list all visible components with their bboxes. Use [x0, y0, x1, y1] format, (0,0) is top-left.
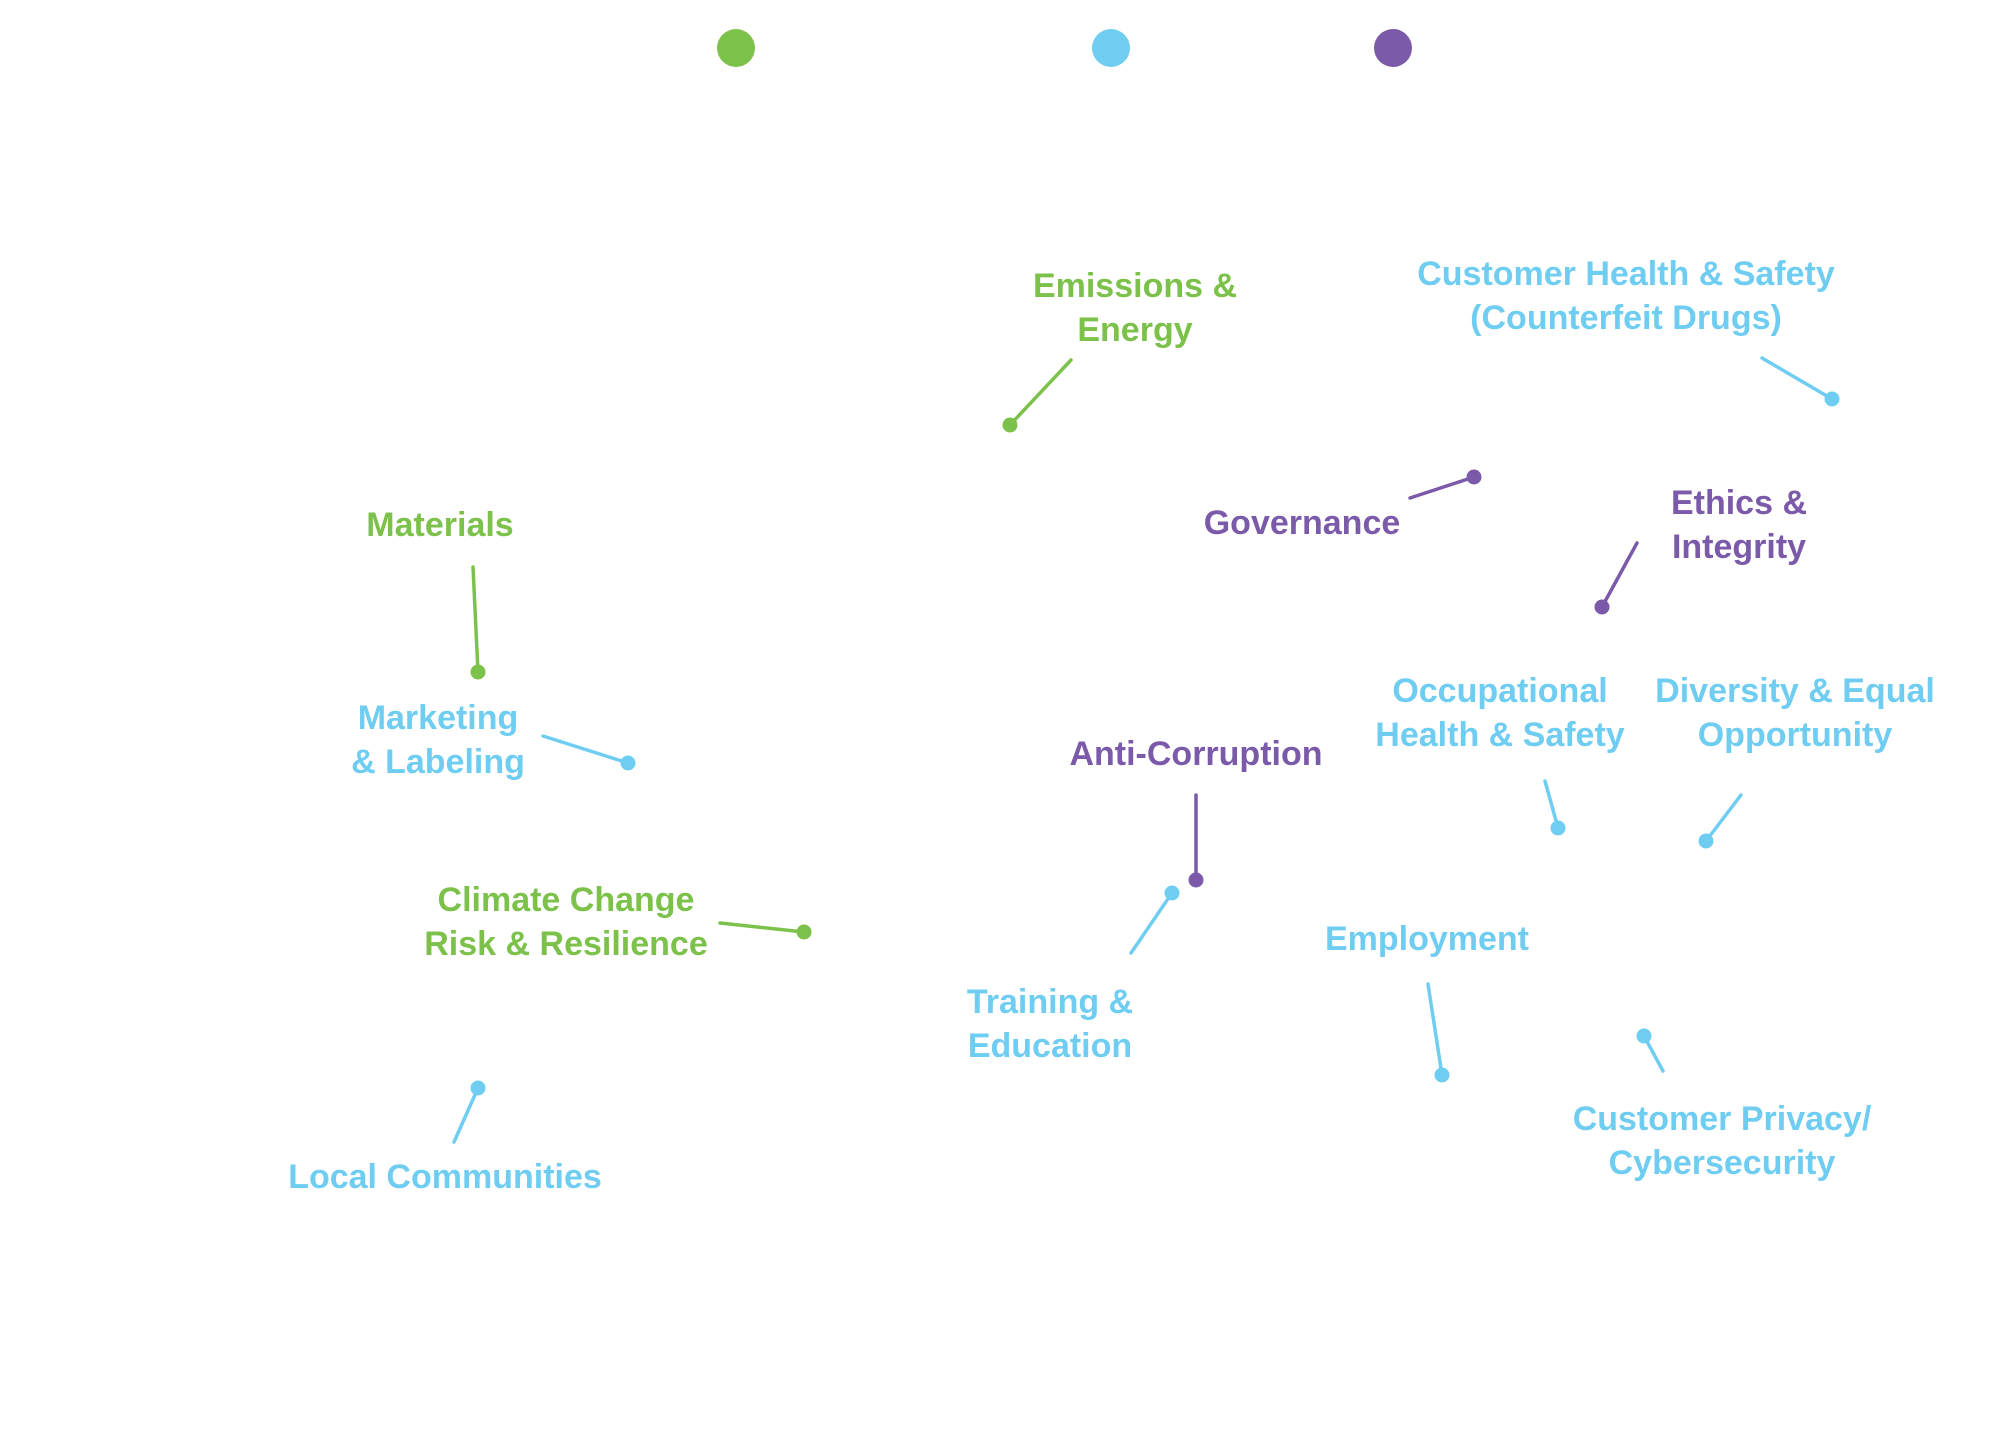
ethics-integrity-point: [1594, 599, 1610, 615]
ethics-integrity-label: Ethics & Integrity: [1671, 484, 1807, 566]
anti-corruption-label-line: Anti-Corruption: [1069, 735, 1322, 773]
diversity-equal-opportunity-label-line: Diversity & Equal: [1655, 672, 1935, 710]
anti-corruption-label: Anti-Corruption: [1069, 735, 1322, 773]
materials-label-line: Materials: [366, 506, 513, 544]
climate-change-connector: [718, 921, 806, 934]
training-education-point: [1164, 885, 1180, 901]
governance-label-line: Governance: [1204, 504, 1401, 542]
customer-privacy-label: Customer Privacy/Cybersecurity: [1573, 1100, 1872, 1182]
diversity-equal-opportunity-connector: [1704, 793, 1743, 843]
marketing-labeling-label: Marketing & Labeling: [351, 699, 525, 781]
ethics-integrity-label-line: Ethics &: [1671, 484, 1807, 522]
legend-environmental-dot: [717, 29, 755, 67]
customer-health-safety-label: Customer Health & Safety (Counterfeit Dru…: [1417, 255, 1835, 337]
local-communities-label: Local Communities: [288, 1158, 602, 1196]
emissions-energy-label-line: Emissions &: [1033, 267, 1237, 305]
marketing-labeling-label-line: Marketing: [358, 699, 519, 737]
occupational-health-safety-point: [1550, 820, 1566, 836]
local-communities-point: [470, 1080, 486, 1096]
occupational-health-safety-label-line: Occupational: [1392, 672, 1607, 710]
emissions-energy-label: Emissions & Energy: [1033, 267, 1237, 349]
marketing-labeling-label-line: & Labeling: [351, 743, 525, 781]
local-communities-connector: [452, 1086, 480, 1144]
customer-privacy-label-line: Cybersecurity: [1609, 1144, 1836, 1182]
customer-health-safety-label-line: Customer Health & Safety: [1417, 255, 1835, 293]
employment-label-line: Employment: [1325, 920, 1529, 958]
legend: [717, 29, 1412, 67]
marketing-labeling-connector: [541, 734, 630, 765]
customer-privacy-label-line: Customer Privacy/: [1573, 1100, 1872, 1138]
climate-change-label-line: Risk & Resilience: [424, 925, 707, 963]
point-labels: Emissions & Energy Customer Health & Safet…: [288, 255, 1935, 1196]
anti-corruption-point: [1188, 872, 1204, 888]
marketing-labeling-point: [620, 755, 636, 771]
occupational-health-safety-label-line: Health & Safety: [1375, 716, 1624, 754]
materials-connector: [471, 565, 480, 674]
emissions-energy-label-line: Energy: [1077, 311, 1192, 349]
occupational-health-safety-connector: [1543, 779, 1560, 830]
customer-health-safety-point: [1824, 391, 1840, 407]
employment-connector: [1426, 982, 1444, 1077]
materials-point: [470, 664, 486, 680]
materials-label: Materials: [366, 506, 513, 544]
training-education-label: Training & Education: [967, 983, 1133, 1065]
emissions-energy-connector: [1008, 358, 1073, 427]
local-communities-label-line: Local Communities: [288, 1158, 602, 1196]
customer-health-safety-label-line: (Counterfeit Drugs): [1470, 299, 1782, 337]
ethics-integrity-connector: [1600, 541, 1639, 609]
emissions-energy-point: [1002, 417, 1018, 433]
customer-privacy-point: [1636, 1028, 1652, 1044]
data-points: [470, 391, 1840, 1096]
diversity-equal-opportunity-point: [1698, 833, 1714, 849]
climate-change-label-line: Climate Change: [438, 881, 695, 919]
governance-label: Governance: [1204, 504, 1401, 542]
diversity-equal-opportunity-label-line: Opportunity: [1698, 716, 1893, 754]
training-education-label-line: Training &: [967, 983, 1133, 1021]
employment-label: Employment: [1325, 920, 1529, 958]
training-education-label-line: Education: [968, 1027, 1132, 1065]
governance-connector: [1408, 475, 1476, 500]
governance-point: [1466, 469, 1482, 485]
employment-point: [1434, 1067, 1450, 1083]
climate-change-point: [796, 924, 812, 940]
customer-health-safety-connector: [1760, 356, 1834, 401]
legend-social-dot: [1092, 29, 1130, 67]
legend-governance-dot: [1374, 29, 1412, 67]
training-education-connector: [1129, 891, 1174, 955]
ethics-integrity-label-line: Integrity: [1672, 528, 1806, 566]
